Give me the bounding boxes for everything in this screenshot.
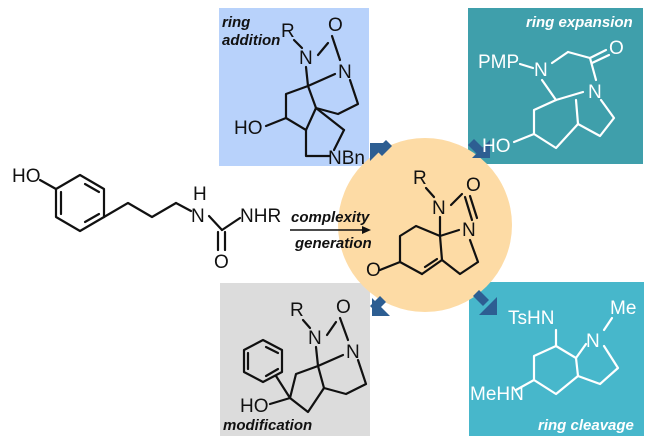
arrow-to-ring-expansion — [468, 139, 490, 158]
atom-O-center: O — [466, 175, 481, 196]
atom-R-center: R — [413, 168, 427, 189]
reaction-arrow: complexity generation — [290, 209, 372, 252]
panel-ring-expansion — [468, 8, 643, 164]
atom-NHR: NHR — [240, 206, 281, 227]
atom-PMP: PMP — [478, 52, 519, 73]
atom-HO-mod: HO — [240, 396, 269, 417]
atom-TsHN: TsHN — [508, 308, 554, 329]
atom-N-mod-b: N — [346, 342, 360, 363]
arrow-to-ring-addition — [370, 140, 392, 161]
atom-O-re: O — [609, 38, 624, 59]
ring-expansion-label: ring expansion — [526, 14, 633, 31]
atom-HO-re: HO — [482, 136, 511, 157]
modification-label: modification — [223, 417, 312, 434]
center-product: R N O N O — [366, 168, 481, 281]
atom-O-mod: O — [336, 297, 351, 318]
ring-addition-structure: R N O N HO NBn — [234, 15, 365, 169]
atom-O1: O — [214, 252, 229, 273]
atom-N-mod-a: N — [308, 328, 322, 349]
panel-ring-cleavage — [469, 282, 644, 436]
atom-N-ra-a: N — [299, 48, 313, 69]
atom-R-mod: R — [290, 300, 304, 321]
arrow-label-bottom: generation — [294, 235, 372, 252]
ring-addition-label-2: addition — [222, 32, 280, 49]
atom-HO-ra: HO — [234, 118, 263, 139]
atom-N-center-a: N — [432, 198, 446, 219]
atom-R-ra: R — [281, 21, 295, 42]
arrow-to-modification — [370, 296, 390, 316]
arrow-label-top: complexity — [291, 209, 370, 226]
atom-H: H — [193, 184, 207, 205]
atom-HO: HO — [12, 166, 41, 187]
ring-addition-label-1: ring — [222, 14, 250, 31]
atom-Me: Me — [610, 298, 636, 319]
starting-material: HO N H O NHR — [12, 166, 281, 273]
ring-cleavage-label: ring cleavage — [538, 417, 634, 434]
atom-N-re-b: N — [588, 82, 602, 103]
atom-N-re-a: N — [534, 60, 548, 81]
atom-N-rc: N — [586, 331, 600, 352]
atom-N-center-b: N — [462, 220, 476, 241]
panel-ring-addition — [219, 8, 369, 166]
atom-N1: N — [191, 206, 205, 227]
atom-O-ra: O — [328, 15, 343, 36]
atom-NBn: NBn — [328, 148, 365, 169]
modification-structure: R N O N HO — [240, 297, 368, 417]
ring-expansion-structure: PMP N O N HO — [478, 38, 624, 157]
arrow-to-ring-cleavage — [473, 290, 497, 315]
atom-MeHN: MeHN — [470, 384, 524, 405]
ring-cleavage-structure: TsHN Me N MeHN — [470, 298, 636, 405]
atom-O-ketone: O — [366, 260, 381, 281]
atom-N-ra-b: N — [338, 62, 352, 83]
